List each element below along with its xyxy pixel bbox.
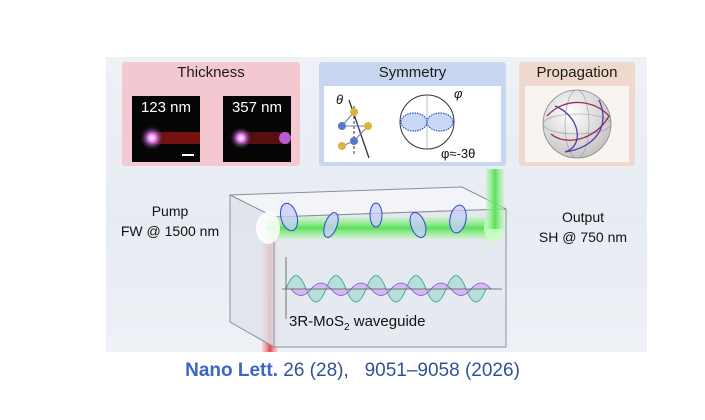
thickness-title: Thickness bbox=[177, 64, 245, 81]
graphical-abstract: Thickness 123 nm 357 nm bbox=[106, 57, 647, 352]
sh-beam bbox=[486, 169, 504, 229]
waveguide-illustration bbox=[229, 169, 507, 352]
pump-label: Pump FW @ 1500 nm bbox=[108, 201, 232, 241]
fw-beam bbox=[266, 217, 496, 239]
thickness-image-123nm: 123 nm bbox=[132, 96, 200, 162]
poincare-sphere bbox=[542, 89, 612, 159]
propagation-panel: Propagation bbox=[519, 62, 635, 166]
pump-line2: FW @ 1500 nm bbox=[120, 223, 220, 239]
waveguide-label-prefix: 3R-MoS bbox=[289, 313, 345, 330]
symmetry-diagram: θ φ φ≈-3θ bbox=[336, 86, 475, 161]
phi-symbol: φ bbox=[454, 86, 463, 101]
thickness-image-357nm: 357 nm bbox=[223, 96, 291, 162]
waveguide-label-subscript: 2 bbox=[344, 322, 350, 333]
emission-spot-graphic bbox=[229, 126, 291, 150]
output-line2: SH @ 750 nm bbox=[538, 229, 628, 245]
thickness-left-label: 123 nm bbox=[140, 99, 192, 116]
symmetry-panel: Symmetry θ bbox=[319, 62, 506, 166]
waveguide-label: 3R-MoS2 waveguide bbox=[289, 313, 425, 333]
thickness-right-label: 357 nm bbox=[231, 99, 283, 116]
symmetry-inner: θ φ φ≈-3θ bbox=[324, 86, 501, 162]
symmetry-title: Symmetry bbox=[378, 64, 447, 81]
pump-line1: Pump bbox=[151, 203, 189, 219]
emission-spot-graphic bbox=[139, 125, 200, 156]
symmetry-relation: φ≈-3θ bbox=[441, 146, 475, 161]
waveguide-label-suffix: waveguide bbox=[349, 313, 426, 330]
citation-journal: Nano Lett. bbox=[185, 360, 278, 381]
citation: Nano Lett. 26 (28), 9051–9058 (2026) bbox=[0, 360, 705, 382]
output-label: Output SH @ 750 nm bbox=[524, 207, 642, 247]
theta-symbol: θ bbox=[336, 92, 343, 107]
citation-volume-issue: 26 (28), bbox=[283, 360, 349, 381]
thickness-panel: Thickness 123 nm 357 nm bbox=[122, 62, 300, 166]
citation-pages-year: 9051–9058 (2026) bbox=[364, 360, 520, 381]
propagation-inner bbox=[525, 86, 629, 162]
propagation-title: Propagation bbox=[536, 64, 618, 81]
output-line1: Output bbox=[561, 209, 605, 225]
